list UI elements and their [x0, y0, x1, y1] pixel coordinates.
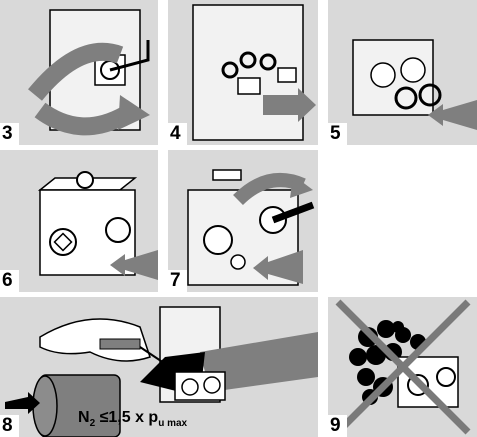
step-number: 6	[0, 270, 19, 292]
plug-and-o-rings-icon	[168, 0, 318, 145]
step-3-panel: 3	[0, 0, 158, 145]
formula-lhs: N	[78, 409, 90, 426]
step-number: 9	[328, 415, 347, 437]
step-8-panel: N2 ≤1,5 x pu max 8	[0, 297, 318, 437]
formula-pressure: p	[148, 409, 158, 426]
step-4-panel: 4	[168, 0, 318, 145]
valve-block-icon	[0, 150, 158, 292]
step-number: 8	[0, 415, 19, 437]
formula-lhs-subscript: 2	[90, 418, 96, 429]
screwdriver-tighten-icon	[168, 150, 318, 292]
step-9-panel: 9	[328, 297, 477, 437]
step-number: 5	[328, 123, 347, 145]
formula-pressure-subscript: u max	[158, 418, 187, 429]
formula-coefficient: 1,5	[108, 409, 130, 426]
step-7-panel: 7	[168, 150, 318, 292]
hex-key-icon	[0, 0, 158, 145]
step-number: 7	[168, 270, 187, 292]
no-contamination-icon	[328, 297, 477, 437]
nitrogen-pressure-formula: N2 ≤1,5 x pu max	[78, 409, 187, 429]
formula-multiply: x	[135, 409, 144, 426]
step-5-panel: 5	[328, 0, 477, 145]
step-number: 3	[0, 123, 19, 145]
step-6-panel: 6	[0, 150, 158, 292]
step-number: 4	[168, 123, 187, 145]
o-ring-insert-icon	[328, 0, 477, 145]
